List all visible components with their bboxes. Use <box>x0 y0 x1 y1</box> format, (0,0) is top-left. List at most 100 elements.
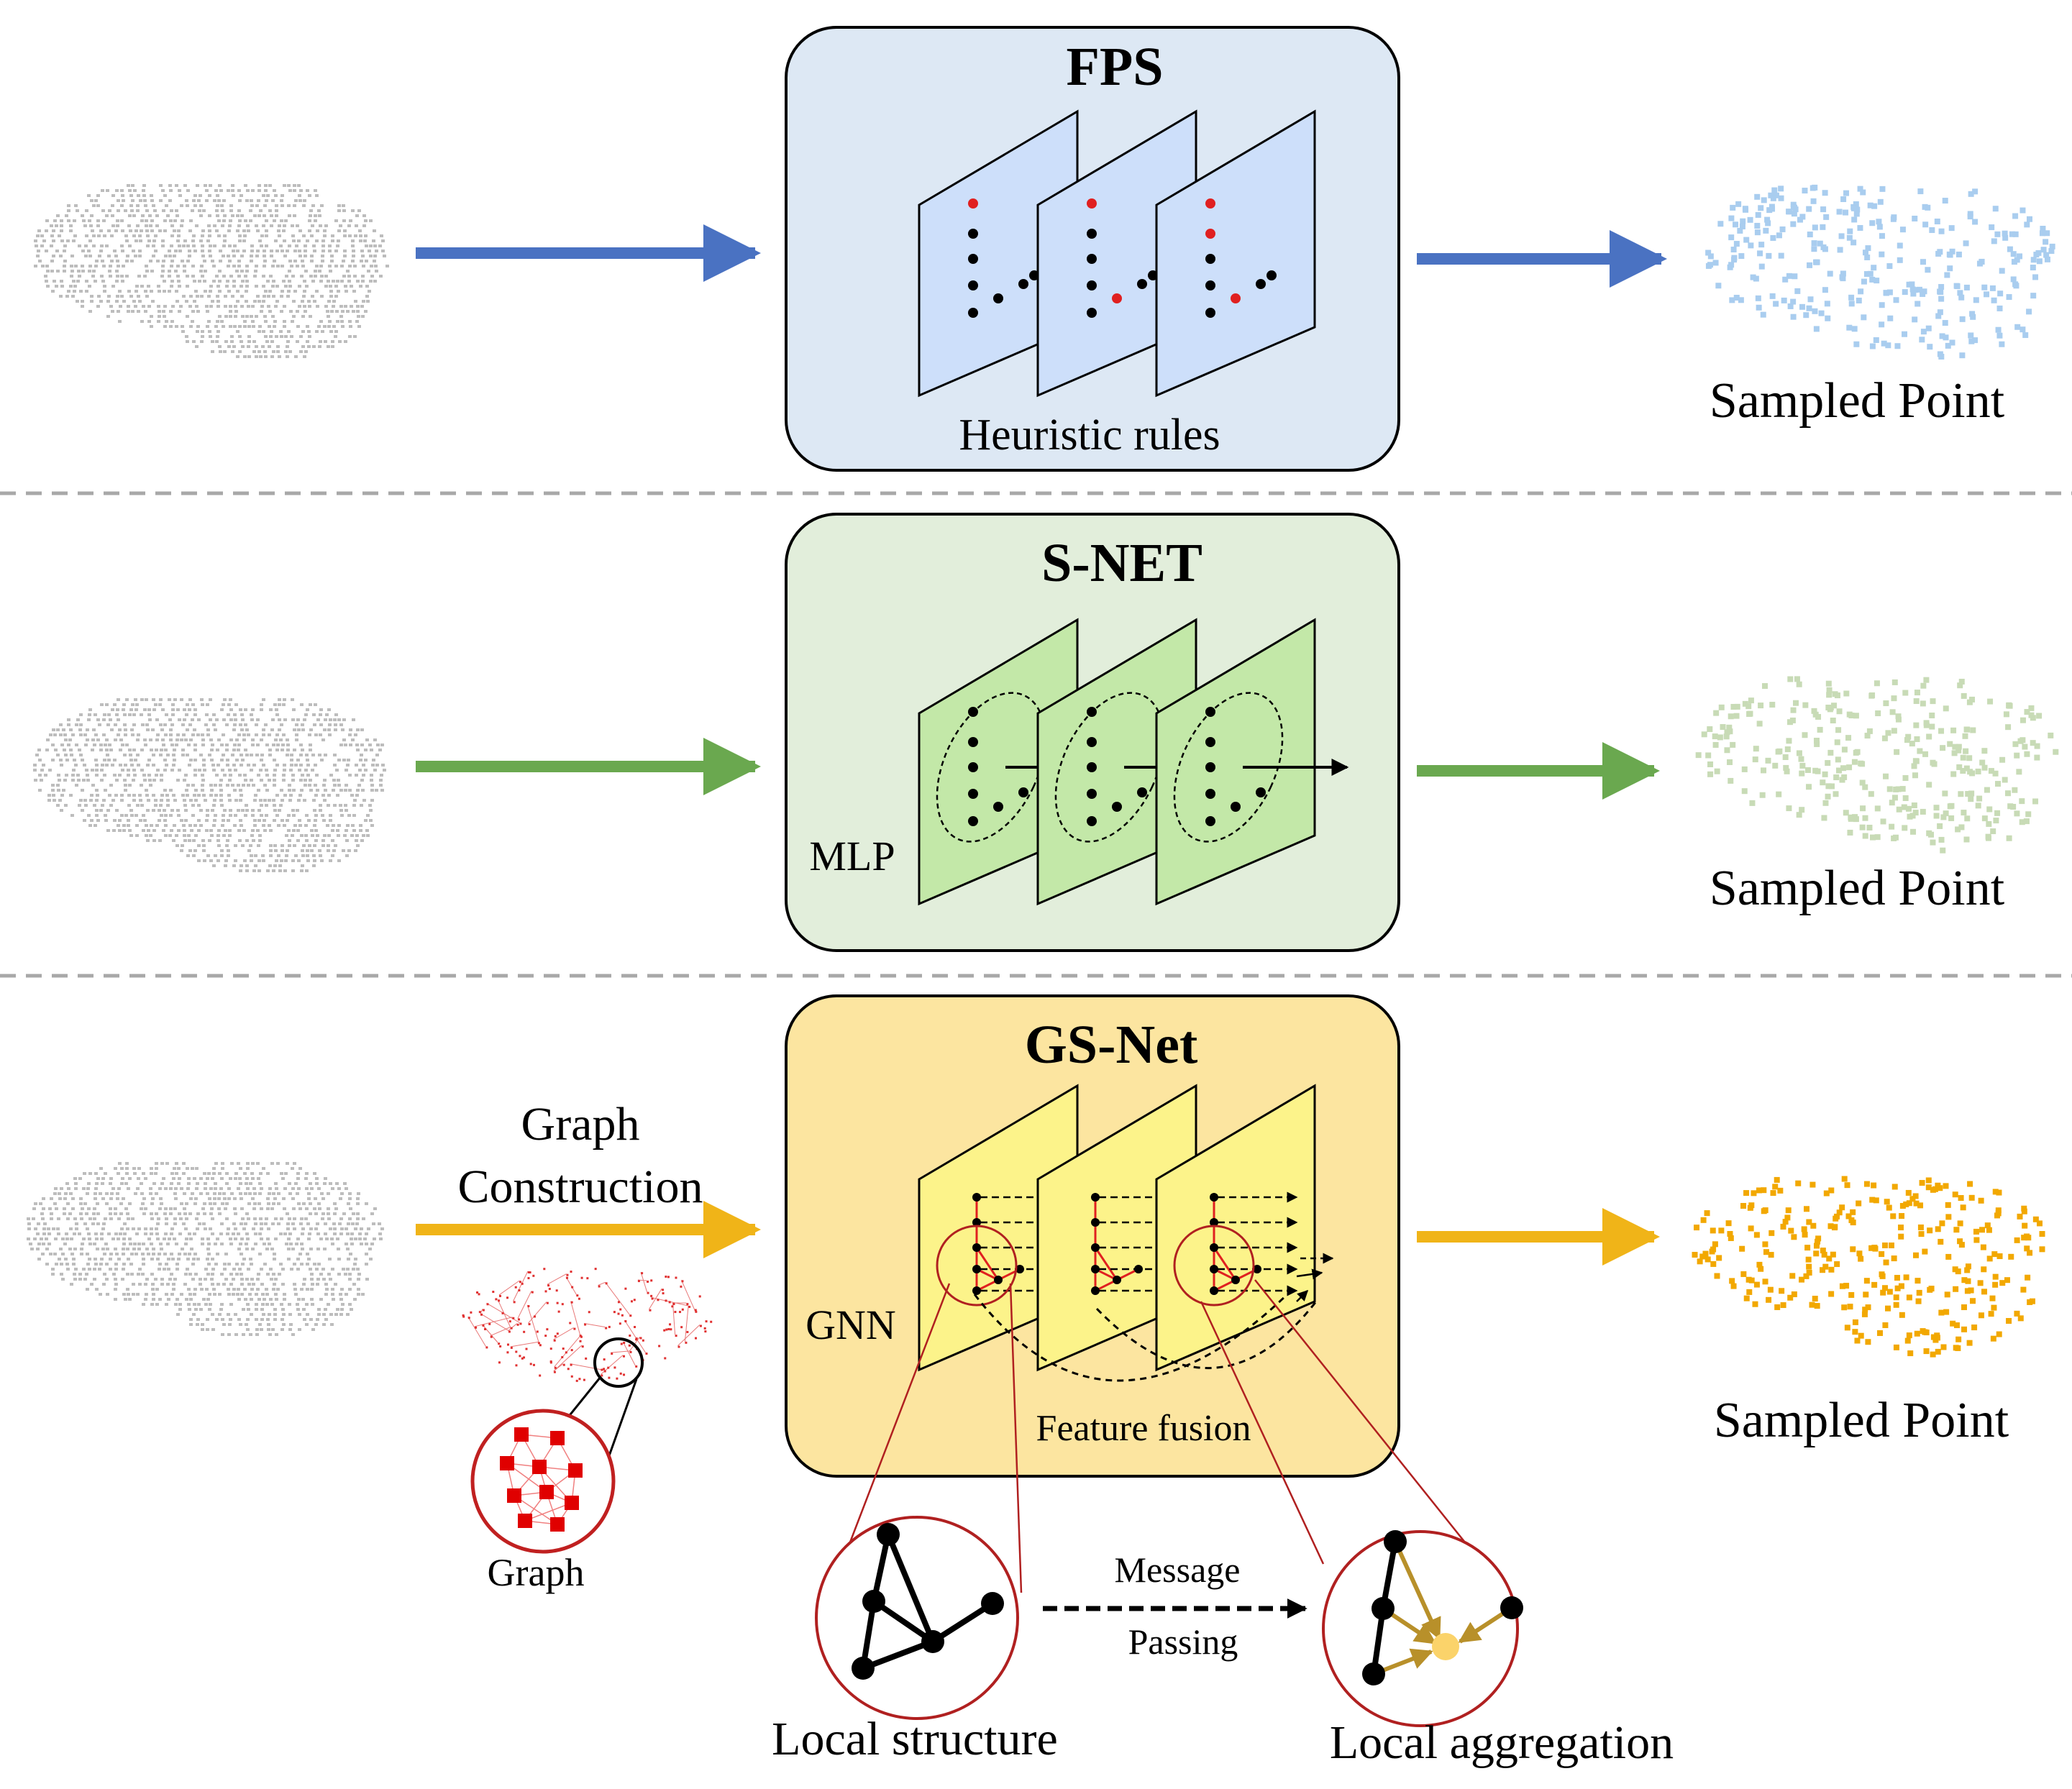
point <box>322 1323 326 1326</box>
point <box>222 275 226 278</box>
point <box>239 1182 242 1185</box>
point <box>277 824 280 827</box>
point <box>319 713 322 716</box>
point <box>301 723 304 726</box>
point <box>160 275 164 278</box>
point <box>348 335 352 338</box>
graph-node <box>578 1378 581 1381</box>
graph-node <box>579 1340 582 1342</box>
point <box>361 315 365 318</box>
point <box>216 1283 220 1286</box>
feature-line <box>1296 1268 1323 1280</box>
point <box>1930 839 1936 846</box>
point <box>209 290 212 293</box>
point <box>50 260 54 262</box>
graph-node <box>972 1243 981 1252</box>
point <box>94 1232 98 1235</box>
point <box>191 814 195 817</box>
point <box>150 1172 153 1175</box>
point <box>159 1197 163 1200</box>
point <box>92 204 96 207</box>
point <box>60 285 64 288</box>
point <box>55 1263 58 1266</box>
point <box>82 779 86 782</box>
point <box>346 1313 350 1316</box>
graph-node <box>539 1374 542 1377</box>
graph-node <box>532 1460 547 1474</box>
point <box>118 774 122 777</box>
point <box>321 239 325 242</box>
point <box>163 769 167 772</box>
point <box>312 244 316 247</box>
point <box>75 1222 78 1225</box>
point <box>157 305 160 308</box>
point <box>113 819 117 822</box>
point <box>96 718 100 721</box>
point <box>332 824 335 827</box>
point <box>254 854 257 857</box>
point <box>251 1248 255 1250</box>
point <box>60 219 63 222</box>
point <box>51 290 55 293</box>
graph-node <box>523 1330 526 1333</box>
point <box>109 1212 112 1215</box>
point <box>274 1182 278 1185</box>
graph-node <box>549 1360 552 1363</box>
point <box>327 794 331 797</box>
point <box>170 723 174 726</box>
point <box>118 1162 122 1165</box>
point <box>58 1197 62 1200</box>
point <box>306 759 309 761</box>
point <box>1940 745 1946 751</box>
graph-edge <box>677 1324 700 1346</box>
point <box>99 1293 102 1296</box>
point <box>298 255 302 257</box>
graph-node <box>629 1314 632 1317</box>
point <box>1770 1190 1776 1197</box>
point <box>1879 1251 1885 1258</box>
point <box>176 733 180 736</box>
point <box>304 779 307 782</box>
point <box>71 733 75 736</box>
point <box>160 774 163 777</box>
point <box>193 728 196 731</box>
point <box>228 834 232 837</box>
point <box>1841 1304 1848 1311</box>
point <box>155 718 159 721</box>
point <box>146 728 150 731</box>
point <box>52 255 55 257</box>
graph-node <box>637 1280 640 1283</box>
point <box>358 229 362 232</box>
point <box>50 1212 53 1215</box>
point <box>246 1318 250 1321</box>
point <box>1854 1337 1861 1344</box>
point <box>344 804 347 807</box>
point <box>143 819 147 822</box>
point <box>201 1323 204 1326</box>
point <box>262 1167 265 1170</box>
point <box>1863 1291 1869 1298</box>
point <box>257 859 261 862</box>
point <box>194 1273 198 1276</box>
point <box>194 290 198 293</box>
point <box>195 1217 198 1220</box>
graph-node <box>672 1303 675 1306</box>
point <box>67 219 70 222</box>
point <box>2048 732 2054 738</box>
point <box>275 749 279 751</box>
point <box>152 1248 155 1250</box>
point <box>308 844 311 847</box>
point <box>328 1258 332 1260</box>
point <box>230 340 234 343</box>
point <box>345 839 349 842</box>
point <box>142 184 146 187</box>
point <box>1894 343 1901 349</box>
point <box>329 295 333 298</box>
graph-node <box>651 1297 654 1300</box>
point <box>357 315 360 318</box>
point <box>47 794 51 797</box>
point <box>37 1258 41 1260</box>
point <box>173 1278 177 1281</box>
point <box>54 1187 58 1190</box>
point <box>1810 1222 1817 1229</box>
